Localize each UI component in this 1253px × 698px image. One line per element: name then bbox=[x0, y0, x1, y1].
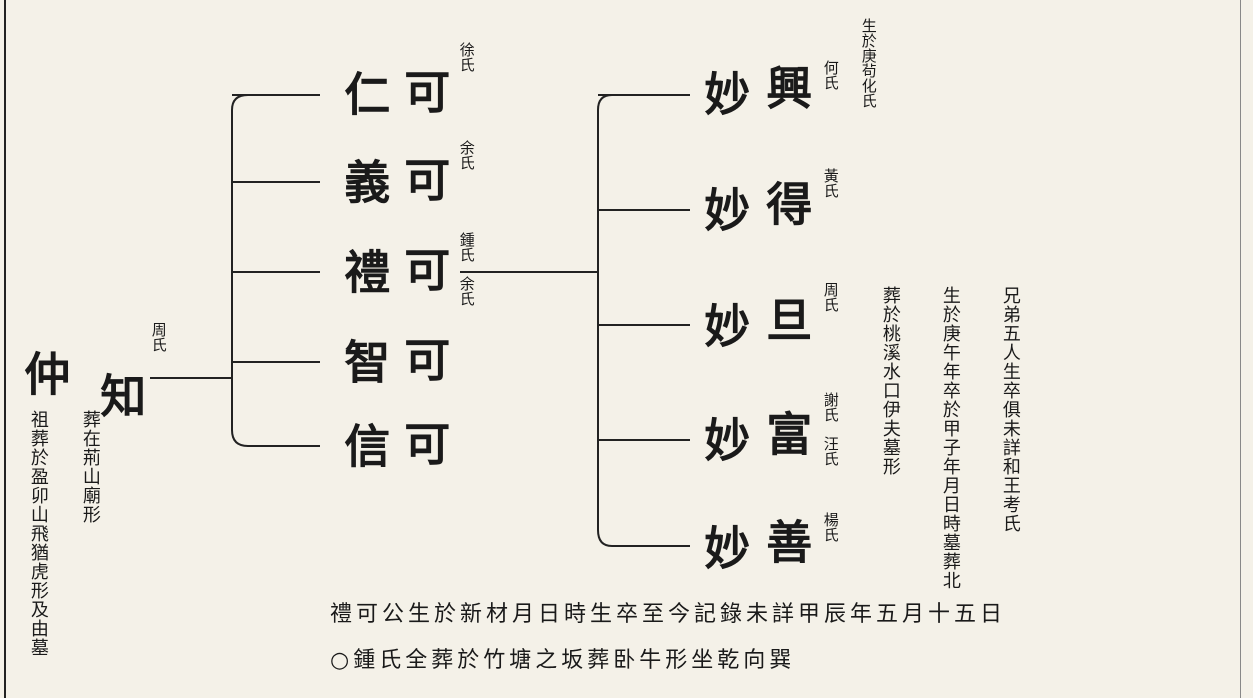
grandson-prefix: 妙 bbox=[697, 416, 752, 468]
grandson-name: 旦 bbox=[759, 296, 814, 348]
grandson-spouse: 楊氏 bbox=[821, 512, 840, 542]
grandson-name: 得 bbox=[759, 180, 814, 232]
right-border bbox=[1240, 0, 1241, 698]
grandson-name: 善 bbox=[759, 518, 814, 570]
grandson-spouse: 黃氏 bbox=[821, 168, 840, 198]
grandson-name: 富 bbox=[759, 410, 814, 462]
grandson-spouse-2: 汪氏 bbox=[821, 436, 840, 466]
side-note: 葬於桃溪水口伊夫墓形 bbox=[879, 286, 901, 476]
side-note: 兄弟五人生卒俱未詳和王考氏 bbox=[999, 286, 1021, 533]
son-name: 仁 bbox=[337, 70, 392, 122]
son-spouse-2: 余氏 bbox=[457, 276, 476, 306]
grandson-prefix: 妙 bbox=[697, 524, 752, 576]
father-name: 知 bbox=[93, 372, 148, 424]
ancestor-note: 祖葬於盈卯山飛猶虎形及由墓 bbox=[27, 410, 49, 657]
son-rank: 可 bbox=[397, 156, 452, 208]
father-note: 葬在荊山廟形 bbox=[79, 410, 101, 524]
grandson-spouse: 何氏 bbox=[821, 60, 840, 90]
son-name: 信 bbox=[337, 422, 392, 474]
grandson-spouse: 周氏 bbox=[821, 282, 840, 312]
son-spouse: 余氏 bbox=[457, 140, 476, 170]
sons-bracket bbox=[231, 94, 249, 447]
bottom-note: 禮可公生於新材月日時生卒至今記錄未詳甲辰年五月十五日 bbox=[330, 602, 1007, 627]
son-rank: 可 bbox=[397, 246, 452, 298]
grandsons-bracket bbox=[597, 94, 613, 547]
grandson-spouse: 謝氏 bbox=[821, 392, 840, 422]
grandson-name: 興 bbox=[759, 64, 814, 116]
grandson-prefix: 妙 bbox=[697, 302, 752, 354]
ancestor-name: 仲 bbox=[17, 350, 72, 402]
son-rank: 可 bbox=[397, 68, 452, 120]
son-rank: 可 bbox=[397, 420, 452, 472]
bottom-note: ○鍾氏全葬於竹塘之坂葬卧牛形坐乾向巽 bbox=[330, 648, 796, 673]
grandson-prefix: 妙 bbox=[697, 70, 752, 122]
left-border bbox=[4, 0, 6, 698]
father-spouse: 周氏 bbox=[149, 322, 168, 352]
son-spouse: 徐氏 bbox=[457, 42, 476, 72]
son-rank: 可 bbox=[397, 336, 452, 388]
grandson-note: 生於庚茍化氏 bbox=[859, 18, 878, 108]
side-note: 生於庚午年卒於甲子年月日時墓葬北 bbox=[939, 286, 961, 590]
son-spouse: 鍾氏 bbox=[457, 232, 476, 262]
son-name: 義 bbox=[337, 158, 392, 210]
son-name: 禮 bbox=[337, 248, 392, 300]
grandson-prefix: 妙 bbox=[697, 186, 752, 238]
son-name: 智 bbox=[337, 338, 392, 390]
